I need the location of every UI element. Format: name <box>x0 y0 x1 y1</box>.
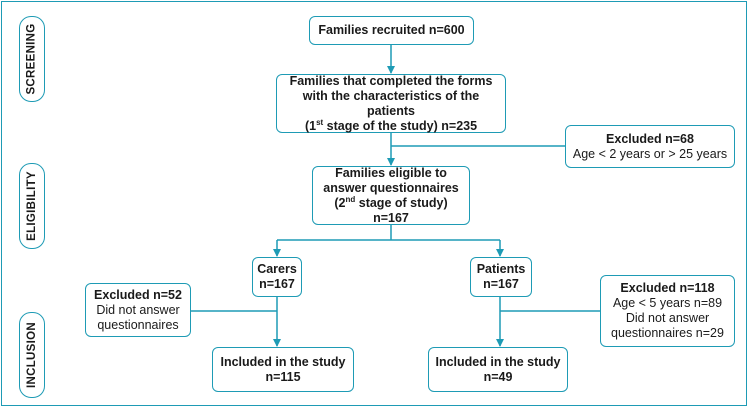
stage-inclusion-text: INCLUSION <box>26 322 39 388</box>
stage-screening-text: SCREENING <box>26 23 39 95</box>
completed-forms-line1: Families that completed the forms <box>289 73 493 88</box>
eligible-line2: answer questionnaires <box>323 180 459 195</box>
completed-forms-line3-sup: st <box>316 117 324 127</box>
node-included-carers: Included in the study n=115 <box>212 347 354 392</box>
eligible-line3-open: (2 <box>334 195 346 210</box>
node-families-recruited-text: Families recruited n=600 <box>318 23 465 37</box>
excluded-patients-line3: questionnaires n=29 <box>611 326 724 340</box>
node-excluded-carers: Excluded n=52 Did not answer questionnai… <box>85 283 191 337</box>
node-completed-forms: Families that completed the forms with t… <box>276 74 506 133</box>
node-excluded-patients: Excluded n=118 Age < 5 years n=89 Did no… <box>600 275 735 347</box>
included-carers-line2: n=115 <box>265 369 301 384</box>
patients-label: Patients <box>476 262 526 276</box>
node-patients: Patients n=167 <box>470 257 532 297</box>
node-included-patients: Included in the study n=49 <box>428 347 568 392</box>
completed-forms-line2: with the characteristics of the patients <box>302 88 480 118</box>
excluded-carers-line2: questionnaires <box>97 317 179 332</box>
carers-count: n=167 <box>259 277 295 291</box>
excluded-patients-line1: Age < 5 years n=89 <box>612 296 723 310</box>
node-families-recruited: Families recruited n=600 <box>309 16 474 45</box>
included-carers-line1: Included in the study <box>220 354 346 369</box>
included-patients-line1: Included in the study <box>435 354 561 369</box>
excluded-patients-title: Excluded n=118 <box>620 281 715 295</box>
excluded-carers-title: Excluded n=52 <box>94 287 182 302</box>
completed-forms-line3-open: (1 <box>304 118 317 133</box>
node-excluded-age: Excluded n=68 Age < 2 years or > 25 year… <box>565 125 735 168</box>
stage-eligibility-text: ELIGIBILITY <box>26 171 38 241</box>
eligible-line3: (2nd stage of study) n=167 <box>319 194 463 226</box>
excluded-age-title: Excluded n=68 <box>606 131 694 146</box>
eligible-line1: Families eligible to <box>335 165 447 180</box>
eligible-line3-sup: nd <box>345 194 356 204</box>
excluded-carers-line1: Did not answer <box>96 302 180 317</box>
stage-inclusion-label: INCLUSION <box>19 312 45 398</box>
excluded-age-detail: Age < 2 years or > 25 years <box>572 146 728 161</box>
patients-count: n=167 <box>483 277 519 291</box>
completed-forms-line3: (1st stage of the study) n=235 <box>304 117 478 134</box>
stage-screening-label: SCREENING <box>19 16 45 102</box>
completed-forms-line3-rest: stage of the study) n=235 <box>323 118 478 133</box>
eligible-line3-rest: stage of study) n=167 <box>355 195 448 225</box>
included-patients-line2: n=49 <box>483 369 513 384</box>
excluded-patients-line2: Did not answer <box>625 311 710 325</box>
node-carers: Carers n=167 <box>252 257 302 297</box>
carers-label: Carers <box>257 262 297 276</box>
node-eligible: Families eligible to answer questionnair… <box>312 166 470 225</box>
stage-eligibility-label: ELIGIBILITY <box>19 163 45 249</box>
